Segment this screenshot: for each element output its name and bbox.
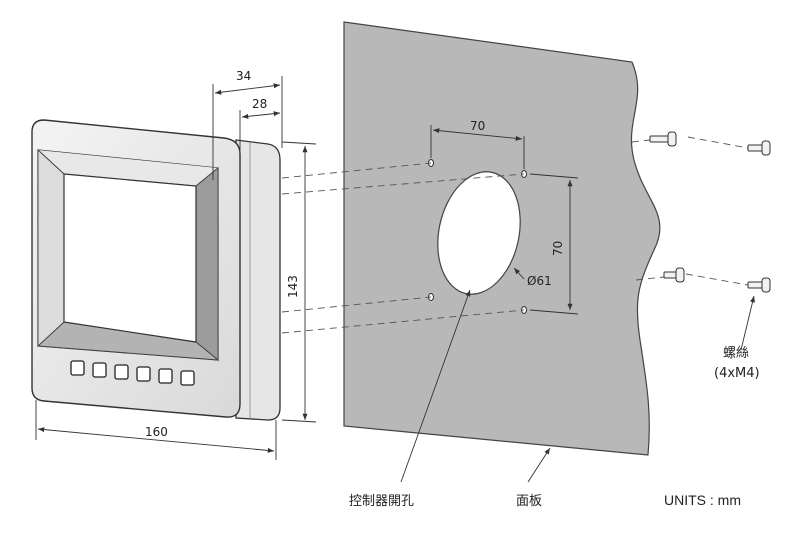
dim-depth-rear: 28 [252,97,267,111]
mounting-panel [343,21,661,456]
front-button-5 [158,368,173,384]
dim-hole-spacing-v: 70 [551,241,565,256]
screw-icon [747,277,771,293]
front-button-3 [114,364,129,380]
dim-hole-spacing-h: 70 [470,119,485,133]
mounting-screws [649,131,771,293]
dim-front-height: 143 [286,275,300,298]
label-screws: 螺絲 [723,346,749,361]
controller-device [31,119,281,421]
projection-lines [281,136,749,334]
screw-icon [649,131,677,147]
label-screws-spec: (4xM4) [714,366,760,381]
label-panel: 面板 [516,494,542,509]
front-button-4 [136,366,151,382]
screw-icon [747,140,771,156]
front-button-2 [92,362,107,378]
dim-cutout-diameter: Ø61 [527,274,552,288]
front-button-6 [180,370,195,386]
front-button-1 [70,360,85,376]
front-buttons [70,360,195,386]
label-units: UNITS : mm [664,492,741,508]
label-cutout: 控制器開孔 [349,494,414,509]
display-screen [63,173,197,343]
screw-icon [663,267,685,283]
dim-depth-total: 34 [236,69,251,83]
dim-front-width: 160 [145,425,168,439]
